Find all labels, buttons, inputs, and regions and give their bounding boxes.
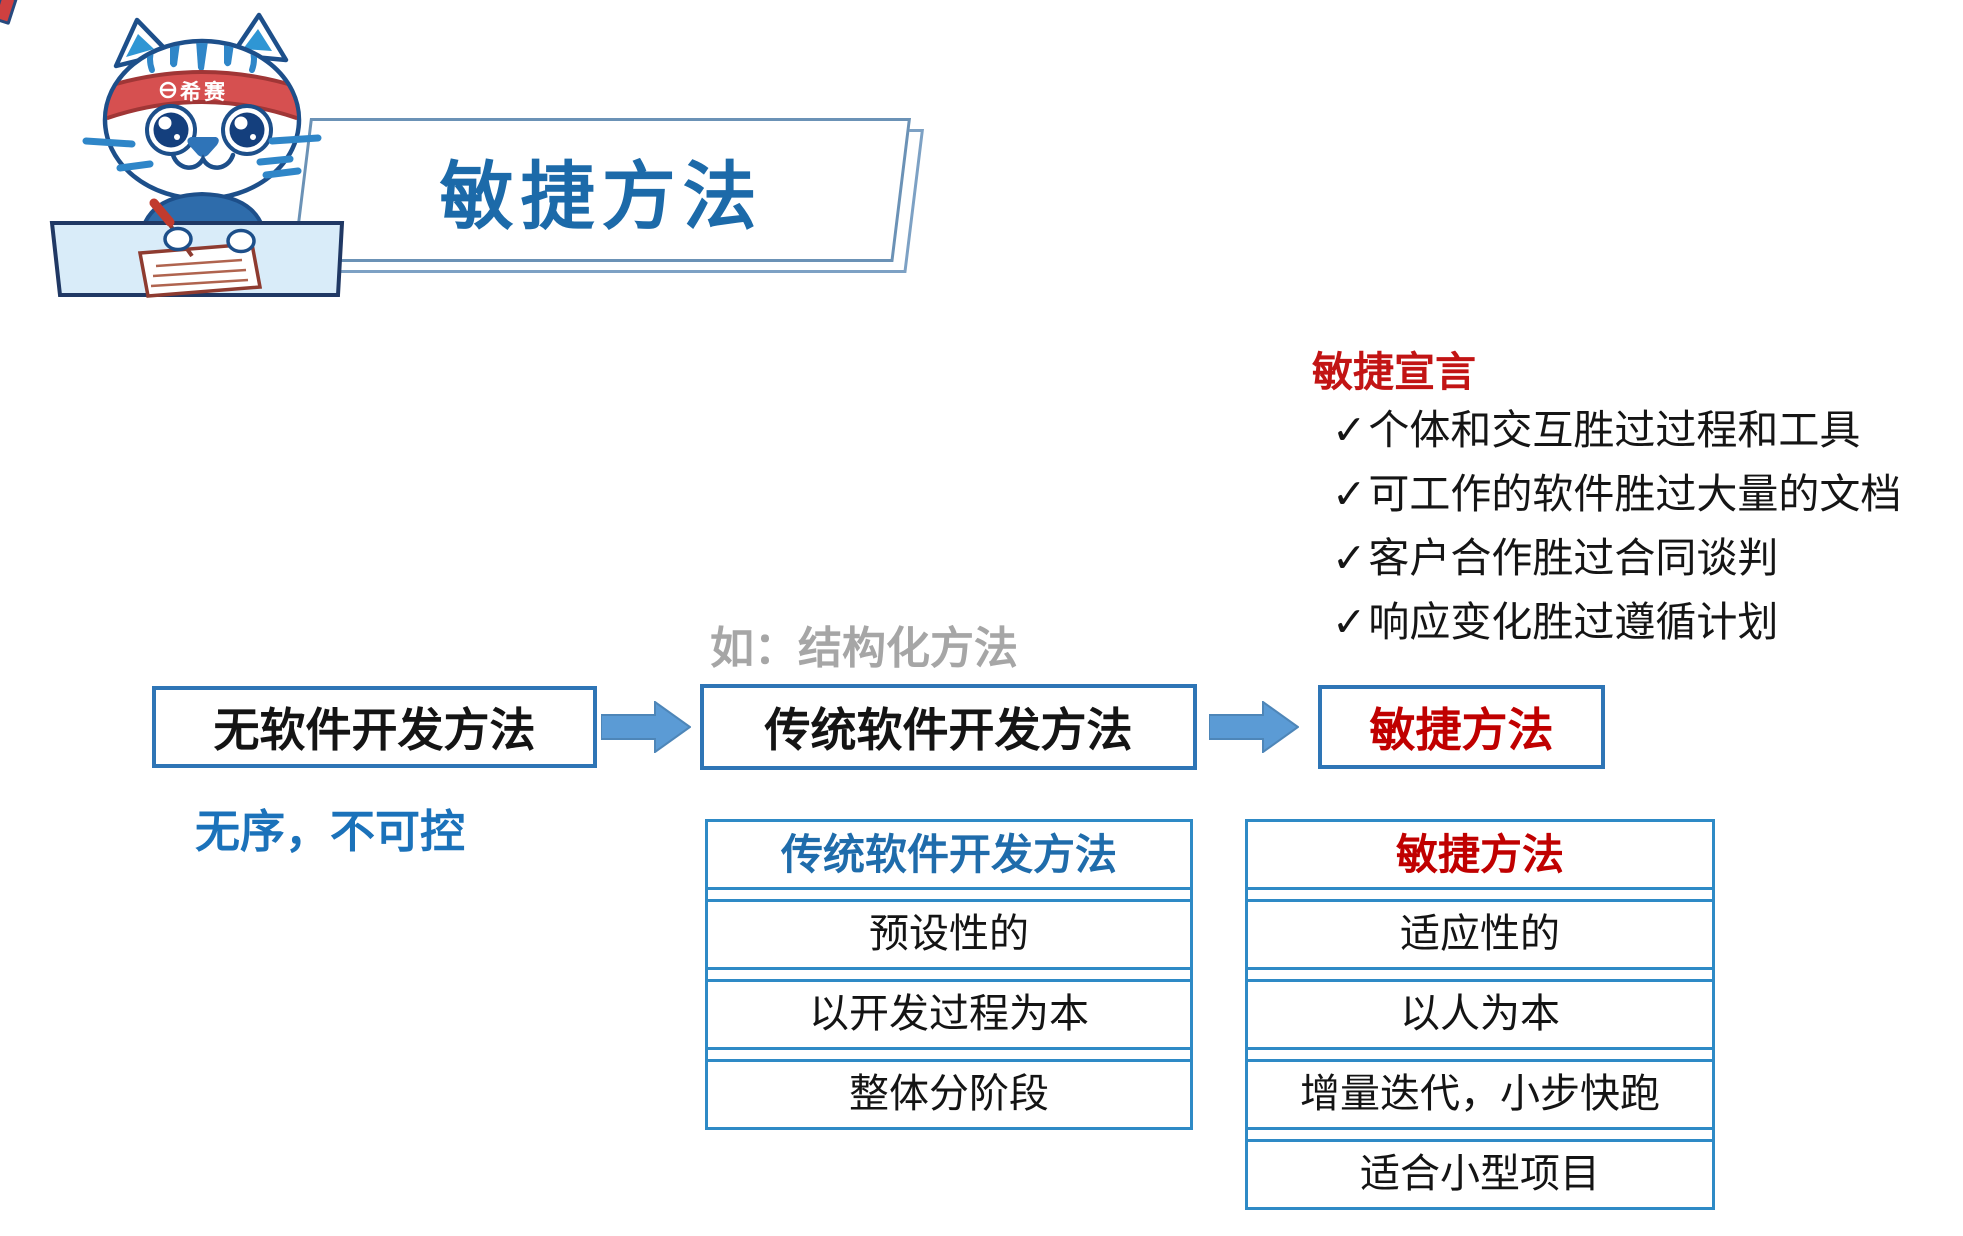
table-row: 预设性的 [708, 899, 1190, 970]
flow-box-label: 传统软件开发方法 [764, 704, 1133, 756]
flow-arrow-1 [601, 701, 691, 753]
manifesto-item-text: 可工作的软件胜过大量的文档 [1368, 471, 1902, 517]
checkmark-icon: ✓ [1332, 535, 1367, 581]
cat-paw-right [226, 228, 256, 254]
flow-arrow-2 [1209, 701, 1299, 753]
manifesto-item-text: 响应变化胜过遵循计划 [1368, 599, 1779, 645]
headband-label: 希赛 [180, 80, 228, 104]
corner-decoration [0, 0, 18, 26]
xisai-cat-mascot: 希赛 [49, 12, 345, 298]
manifesto-item-text: 客户合作胜过合同谈判 [1368, 535, 1779, 581]
manifesto-item: ✓响应变化胜过遵循计划 [1332, 590, 1901, 654]
page-title: 敏捷方法 [439, 154, 764, 238]
flow-box-label: 敏捷方法 [1369, 704, 1554, 756]
table-row: 以人为本 [1248, 979, 1712, 1050]
checkmark-icon: ✓ [1332, 599, 1367, 645]
cat-whiskers [82, 134, 322, 179]
table-rows: 适应性的 以人为本 增量迭代，小步快跑 适合小型项目 [1248, 899, 1712, 1207]
paper [137, 242, 263, 298]
manifesto-title: 敏捷宣言 [1312, 349, 1476, 395]
table-row: 适应性的 [1248, 899, 1712, 970]
cat-mouth [170, 152, 236, 170]
table-row: 以开发过程为本 [708, 979, 1190, 1050]
comparison-table-traditional: 传统软件开发方法 预设性的 以开发过程为本 整体分阶段 [705, 819, 1193, 1130]
manifesto-item: ✓客户合作胜过合同谈判 [1332, 526, 1901, 590]
cat-nose [187, 137, 219, 157]
checkmark-icon: ✓ [1332, 407, 1367, 453]
manifesto-list: ✓个体和交互胜过过程和工具 ✓可工作的软件胜过大量的文档 ✓客户合作胜过合同谈判… [1332, 398, 1901, 654]
manifesto-item: ✓个体和交互胜过过程和工具 [1332, 398, 1901, 462]
arrow-right-icon [1209, 701, 1299, 753]
flow-note: 如：结构化方法 [710, 624, 1018, 673]
banner-sheet: 敏捷方法 [292, 118, 911, 262]
table-rows: 预设性的 以开发过程为本 整体分阶段 [708, 899, 1190, 1127]
table-header: 传统软件开发方法 [708, 822, 1190, 890]
flow-box-no-method: 无软件开发方法 [152, 686, 597, 768]
flow-box-label: 无软件开发方法 [213, 704, 536, 756]
comparison-table-agile: 敏捷方法 适应性的 以人为本 增量迭代，小步快跑 适合小型项目 [1245, 819, 1715, 1210]
manifesto-item: ✓可工作的软件胜过大量的文档 [1332, 462, 1901, 526]
table-header: 敏捷方法 [1248, 822, 1712, 890]
table-row: 适合小型项目 [1248, 1139, 1712, 1207]
flow-caption: 无序，不可控 [195, 806, 466, 857]
checkmark-icon: ✓ [1332, 471, 1367, 517]
cat-paw-left [163, 226, 193, 252]
flow-box-traditional: 传统软件开发方法 [700, 684, 1197, 770]
cat-eyes [145, 104, 273, 156]
paper-lines [150, 258, 249, 288]
manifesto-item-text: 个体和交互胜过过程和工具 [1368, 407, 1861, 453]
table-row: 整体分阶段 [708, 1059, 1190, 1127]
arrow-right-icon [601, 701, 691, 753]
table-row: 增量迭代，小步快跑 [1248, 1059, 1712, 1130]
flow-box-agile: 敏捷方法 [1318, 685, 1605, 769]
cat-headband: 希赛 [107, 70, 297, 121]
